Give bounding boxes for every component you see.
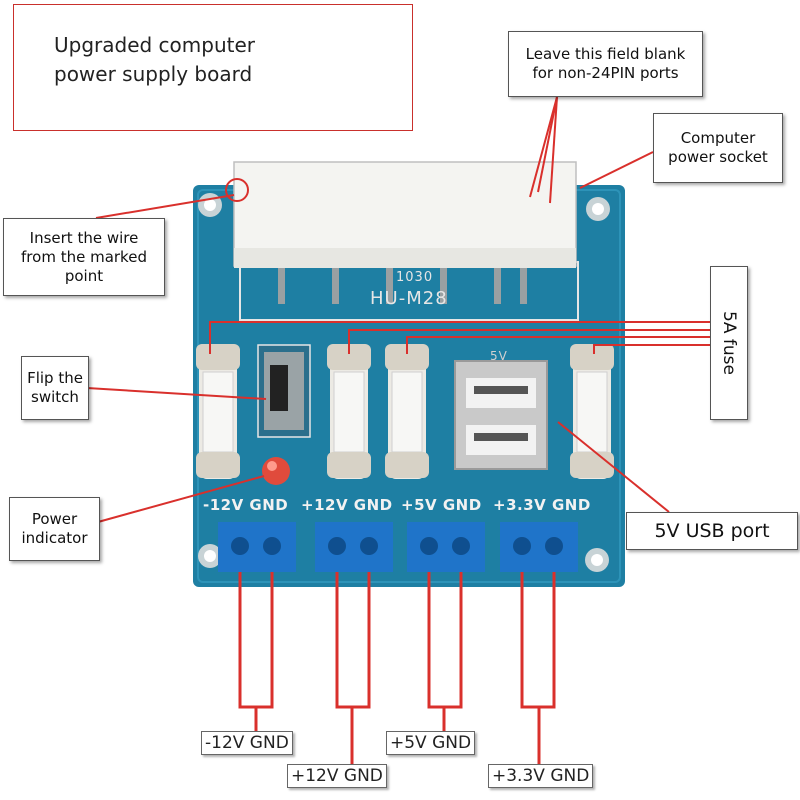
board-model: HU-M28: [370, 288, 448, 309]
marked-point: [225, 178, 249, 202]
computer-socket-line-2: power socket: [668, 148, 768, 166]
computer-socket-line-1: Computer: [680, 129, 756, 147]
page-title: Upgraded computer power supply board: [54, 31, 255, 89]
fuse-callout: 5A fuse: [710, 266, 748, 420]
terminal-block-3: [407, 522, 485, 572]
terminal-block-1: [218, 522, 296, 572]
fuse-2: [327, 344, 371, 479]
title-line-1: Upgraded computer: [54, 33, 256, 57]
terminal-block-4: [500, 522, 578, 572]
power-indicator-line-1: Power: [31, 510, 78, 528]
usb-port-graphic: [454, 360, 548, 470]
computer-socket-callout: Computer power socket: [653, 113, 783, 183]
leave-blank-callout: Leave this field blank for non-24PIN por…: [508, 31, 703, 97]
power-indicator-callout: Power indicator: [9, 497, 100, 561]
fuse-4: [570, 344, 614, 479]
usb-port-callout: 5V USB port: [626, 512, 798, 550]
output-label-minus12v: -12V GND: [201, 731, 293, 755]
title-box: Upgraded computer power supply board: [13, 4, 413, 131]
flip-switch-line-2: switch: [31, 388, 79, 406]
toggle-switch: [257, 344, 311, 438]
title-line-2: power supply board: [54, 62, 253, 86]
output-label-plus5v: +5V GND: [386, 731, 476, 755]
insert-wire-callout: Insert the wire from the marked point: [3, 218, 165, 296]
terminal-label-4: +3.3V GND: [493, 496, 591, 514]
terminal-label-1: -12V GND: [203, 496, 289, 514]
power-indicator-line-2: indicator: [21, 529, 88, 547]
terminal-block-2: [315, 522, 393, 572]
output-label-plus3v3: +3.3V GND: [488, 764, 594, 788]
fuse-3: [385, 344, 429, 479]
flip-switch-line-1: Flip the: [27, 369, 83, 387]
terminal-label-3: +5V GND: [401, 496, 482, 514]
power-led: [262, 457, 290, 485]
insert-wire-line-1: Insert the wire: [29, 228, 139, 247]
insert-wire-line-3: point: [64, 266, 104, 285]
flip-switch-callout: Flip the switch: [21, 356, 89, 420]
board-code: 1030: [396, 270, 434, 285]
terminal-label-2: +12V GND: [301, 496, 393, 514]
leave-blank-line-1: Leave this field blank: [525, 45, 686, 63]
callout-lines: [86, 96, 710, 523]
fuse-callout-text: 5A fuse: [719, 311, 739, 375]
insert-wire-line-2: from the marked: [21, 247, 147, 266]
usb-marking: 5V: [490, 349, 508, 363]
leave-blank-line-2: for non-24PIN ports: [532, 64, 679, 82]
fuse-1: [196, 344, 240, 479]
output-label-plus12v: +12V GND: [287, 764, 387, 788]
output-wires: [238, 572, 556, 764]
